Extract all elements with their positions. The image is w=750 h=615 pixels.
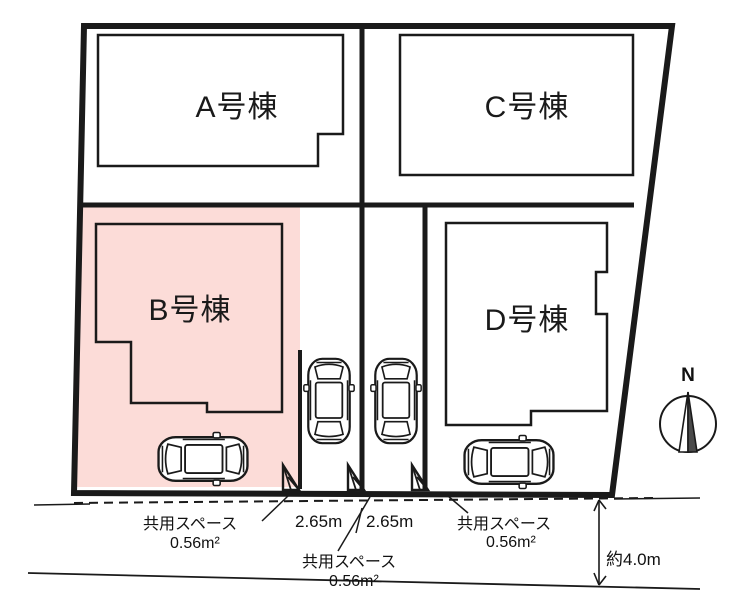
building-footprint-c xyxy=(398,33,635,177)
building-footprint-a xyxy=(96,33,345,168)
road-width-dimension xyxy=(593,499,607,586)
lot-label-d: D号棟 xyxy=(485,304,570,337)
annotation-shared-space-center: 共用スペース 0.56m² xyxy=(302,553,396,590)
frontage-dashed-line xyxy=(73,497,656,504)
leader-line-left xyxy=(261,495,289,522)
parked-car-b xyxy=(157,431,249,487)
compass-north-label: N xyxy=(681,365,695,386)
frontage-solid-line-right xyxy=(613,497,701,500)
shared-space-center-name: 共用スペース xyxy=(302,553,396,571)
parked-car-shared-right xyxy=(369,357,423,445)
shared-space-left-name: 共用スペース xyxy=(143,515,237,533)
building-footprint-d xyxy=(444,221,609,427)
road-edge-line xyxy=(27,572,701,590)
leader-line-right xyxy=(447,495,469,514)
road-width-label: 約4.0m xyxy=(606,550,661,569)
site-boundary xyxy=(70,23,676,499)
parked-car-d xyxy=(463,434,555,490)
callout-leader-lines xyxy=(261,495,469,552)
lot-label-c: C号棟 xyxy=(485,91,570,124)
frontage-solid-line-left xyxy=(33,503,91,506)
annotation-shared-space-right: 共用スペース 0.56m² xyxy=(457,515,551,551)
shared-space-right-name: 共用スペース xyxy=(457,515,551,533)
shared-space-center-area: 0.56m² xyxy=(329,573,379,590)
shared-space-right-area: 0.56m² xyxy=(486,534,536,551)
stall-corner-marker xyxy=(281,460,302,492)
building-footprint-b xyxy=(94,222,284,414)
stall-corner-markers xyxy=(281,460,431,492)
compass-rose: N xyxy=(659,365,717,453)
leader-line-center xyxy=(337,496,371,552)
compass-needle-east-half xyxy=(687,391,698,453)
lot-label-b: B号棟 xyxy=(148,294,231,327)
stall-corner-marker xyxy=(410,460,431,492)
stall-width-right-label: 2.65m xyxy=(366,512,413,531)
stall-corner-marker xyxy=(346,460,367,492)
stall-width-left-label: 2.65m xyxy=(295,512,342,531)
annotation-shared-space-left: 共用スペース 0.56m² xyxy=(143,515,237,552)
stall-width-separator xyxy=(355,507,363,534)
shared-space-left-area: 0.56m² xyxy=(170,535,220,552)
lot-label-a: A号棟 xyxy=(195,91,278,124)
parked-car-shared-left xyxy=(302,357,356,445)
